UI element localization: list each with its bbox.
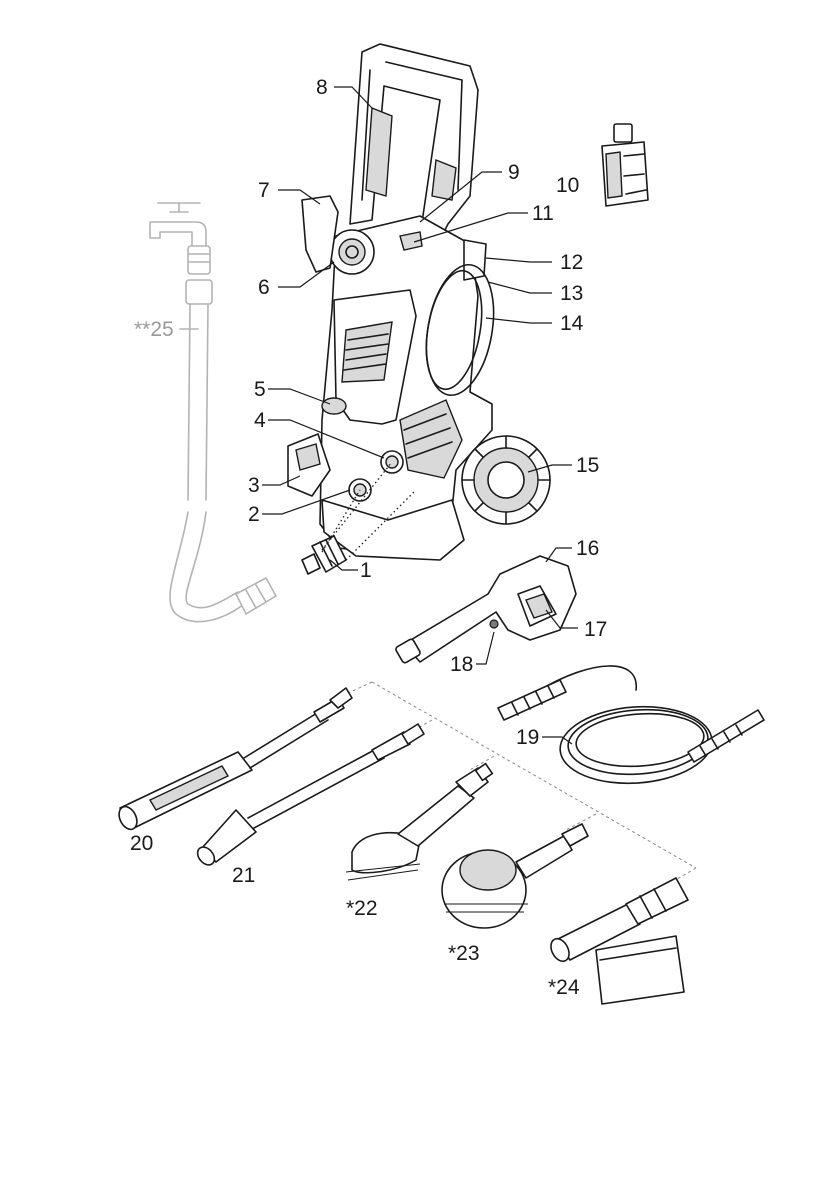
rotary-brush bbox=[441, 823, 589, 929]
trigger-gun bbox=[395, 555, 577, 664]
callout-labels: 1 2 3 4 5 6 7 8 9 10 11 12 13 14 15 16 1… bbox=[130, 76, 607, 999]
label-16: 16 bbox=[576, 537, 599, 560]
label-15: 15 bbox=[576, 454, 599, 477]
label-7: 7 bbox=[258, 179, 270, 202]
label-10: 10 bbox=[556, 174, 579, 197]
label-8: 8 bbox=[316, 76, 328, 99]
label-12: 12 bbox=[560, 251, 583, 274]
label-17: 17 bbox=[584, 618, 607, 641]
foam-nozzle bbox=[550, 877, 689, 1005]
label-25: **25 bbox=[134, 318, 174, 341]
label-14: 14 bbox=[560, 312, 584, 335]
label-1: 1 bbox=[360, 559, 372, 582]
label-23: *23 bbox=[448, 942, 480, 965]
high-pressure-hose bbox=[497, 665, 765, 785]
label-21: 21 bbox=[232, 864, 255, 887]
leader-lines bbox=[179, 86, 578, 745]
label-3: 3 bbox=[248, 474, 260, 497]
label-19: 19 bbox=[516, 726, 539, 749]
detergent-bottle bbox=[601, 123, 649, 207]
label-24: *24 bbox=[548, 976, 580, 999]
label-22: *22 bbox=[346, 897, 378, 920]
water-supply-hose-ghost bbox=[149, 202, 278, 623]
label-4: 4 bbox=[254, 409, 266, 432]
label-9: 9 bbox=[508, 161, 520, 184]
label-6: 6 bbox=[258, 276, 270, 299]
spray-lance bbox=[118, 687, 353, 831]
label-18: 18 bbox=[450, 653, 473, 676]
label-5: 5 bbox=[254, 378, 266, 401]
dirt-blaster-lance bbox=[196, 723, 425, 866]
label-13: 13 bbox=[560, 282, 583, 305]
pressure-washer-body bbox=[287, 43, 551, 575]
label-2: 2 bbox=[248, 503, 260, 526]
label-11: 11 bbox=[532, 202, 554, 225]
label-20: 20 bbox=[130, 832, 153, 855]
hand-brush bbox=[345, 762, 494, 881]
